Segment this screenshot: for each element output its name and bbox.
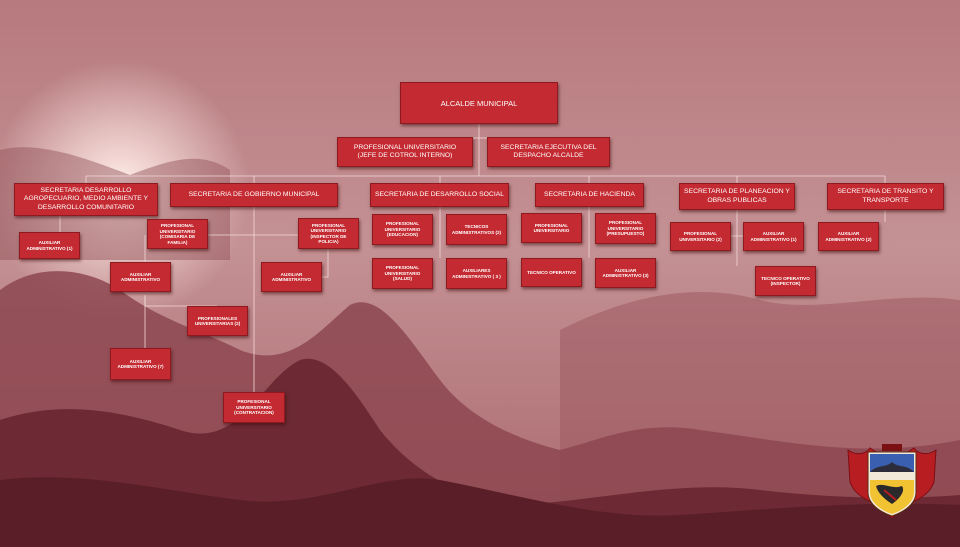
internal-control-line-2: (JEFE DE COTROL INTERNO) xyxy=(357,152,453,159)
gobierno-auxiliar-1-line-2: ADMINISTRATIVO xyxy=(120,277,161,282)
inspector-policia-line-1: PROFESIONAL xyxy=(311,222,346,228)
tecnicos-line-1: TECNICOS xyxy=(464,224,489,229)
agro-auxiliar-label: AUXILIAR ADMINISTRATIVO (1) xyxy=(26,240,73,251)
planeacion-tecnico-box[interactable]: TECNICO OPERATIVO (INSPECTOR) xyxy=(755,266,816,296)
salud-box[interactable]: PROFESIONAL UNIVERSITARIO (SALUD) xyxy=(372,258,433,289)
secretariat-gobierno-box[interactable]: SECRETARIA DE GOBIERNO MUNICIPAL xyxy=(170,183,338,207)
internal-control-box[interactable]: PROFESIONAL UNIVERSITARIO (JEFE DE COTRO… xyxy=(337,137,473,167)
secretariat-transito-line-2: TRANSPORTE xyxy=(862,196,909,204)
transito-auxiliar-box[interactable]: AUXILIAR ADMINISTRATIVO (2) xyxy=(818,222,879,251)
presupuesto-line-2: UNIVERSITARIO xyxy=(607,225,644,231)
salud-line-2: UNIVERSITARIO xyxy=(384,270,421,276)
hacienda-auxiliar-box[interactable]: AUXILIAR ADMINISTRATIVO (3) xyxy=(595,258,656,288)
hacienda-auxiliar-line-2: ADMINISTRATIVO (3) xyxy=(602,273,649,278)
gobierno-auxiliar-1-line-1: AUXILIAR xyxy=(129,271,152,277)
gobierno-auxiliar-2-line-1: AUXILIAR xyxy=(280,271,303,277)
comisaria-line-2: UNIVERSITARIO xyxy=(159,228,196,234)
comisaria-line-1: PROFESIONAL xyxy=(160,223,195,228)
presupuesto-line-3: (PRESUPUESTO) xyxy=(606,231,645,237)
presupuesto-box[interactable]: PROFESIONAL UNIVERSITARIO (PRESUPUESTO) xyxy=(595,213,656,244)
educacion-box[interactable]: PROFESIONAL UNIVERSITARIO (EDUCACION) xyxy=(372,214,433,245)
hacienda-profesional-box[interactable]: PROFESIONAL UNIVERSITARIO xyxy=(521,213,582,243)
secretariat-agro-box[interactable]: SECRETARIA DESARROLLO AGROPECUARIO, MEDI… xyxy=(14,183,158,216)
transito-auxiliar-line-2: ADMINISTRATIVO (2) xyxy=(825,236,872,242)
planeacion-tecnico-line-2: (INSPECTOR) xyxy=(770,281,801,286)
contratacion-box[interactable]: PROFESIONAL UNIVERSITARIO (CONTRATACION) xyxy=(223,392,285,423)
planeacion-auxiliar-line-2: ADMINISTRATIVO (1) xyxy=(750,236,797,242)
tecnico-operativo-label: TECNICO OPERATIVO xyxy=(527,269,576,275)
contratacion-line-1: PROFESIONAL xyxy=(237,399,271,405)
educacion-line-2: UNIVERSITARIO xyxy=(384,226,421,232)
educacion-line-1: PROFESIONAL xyxy=(385,221,420,227)
planeacion-auxiliar-box[interactable]: AUXILIAR ADMINISTRATIVO (1) xyxy=(743,222,804,251)
secretariat-planeacion-line-2: OBRAS PUBLICAS xyxy=(707,196,767,204)
executive-secretary-line-1: SECRETARIA EJECUTIVA DEL xyxy=(500,143,597,151)
gobierno-auxiliar-2-line-2: ADMINISTRATIVO xyxy=(271,277,312,282)
auxiliares-social-box[interactable]: AUXILIARES ADMINISTRATIVO ( 3 ) xyxy=(446,258,507,289)
contratacion-line-3: (CONTRATACION) xyxy=(234,410,274,416)
secretariat-social-label: SECRETARIA DE DESARROLLO SOCIAL xyxy=(374,190,505,198)
gobierno-profesionales-line-1: PROFESIONALES xyxy=(197,315,238,321)
secretariat-transito-line-1: SECRETARIA DE TRANSITO Y xyxy=(837,188,934,196)
auxiliares-social-line-2: ADMINISTRATIVO ( 3 ) xyxy=(452,273,501,279)
secretariat-gobierno-label: SECRETARIA DE GOBIERNO MUNICIPAL xyxy=(188,190,320,198)
salud-line-3: (SALUD) xyxy=(393,276,412,282)
mayor-label: ALCALDE MUNICIPAL xyxy=(440,98,518,108)
hacienda-auxiliar-line-1: AUXILIAR xyxy=(614,267,637,273)
secretariat-hacienda-label: SECRETARIA DE HACIENDA xyxy=(544,190,635,198)
gobierno-auxiliar-7-line-1: AUXILIAR xyxy=(129,358,152,364)
gobierno-auxiliar-2-box[interactable]: AUXILIAR ADMINISTRATIVO xyxy=(261,262,322,292)
tecnicos-box[interactable]: TECNICOS ADMINISTRATIVOS (2) xyxy=(446,214,507,245)
secretariat-hacienda-box[interactable]: SECRETARIA DE HACIENDA xyxy=(535,183,644,207)
contratacion-line-2: UNIVERSITARIO xyxy=(236,404,272,410)
secretariat-social-box[interactable]: SECRETARIA DE DESARROLLO SOCIAL xyxy=(370,183,509,207)
gobierno-profesionales-box[interactable]: PROFESIONALES UNIVERSITARIAS (2) xyxy=(187,306,248,336)
hacienda-profesional-line-1: PROFESIONAL xyxy=(534,222,569,228)
salud-line-1: PROFESIONAL xyxy=(385,265,420,271)
secretariat-transito-box[interactable]: SECRETARIA DE TRANSITO Y TRANSPORTE xyxy=(827,183,944,210)
transito-auxiliar-line-1: AUXILIAR xyxy=(837,231,860,236)
educacion-line-3: (EDUCACION) xyxy=(387,232,418,238)
gobierno-auxiliar-7-line-2: ADMINISTRATIVO (7) xyxy=(117,364,164,369)
planeacion-profesional-line-1: PROFESIONAL xyxy=(683,231,718,236)
tecnico-operativo-box[interactable]: TECNICO OPERATIVO xyxy=(521,258,582,287)
municipal-coat-of-arms-icon xyxy=(847,444,937,519)
presupuesto-line-1: PROFESIONAL xyxy=(608,220,643,226)
mayor-box[interactable]: ALCALDE MUNICIPAL xyxy=(400,82,558,124)
planeacion-tecnico-line-1: TECNICO OPERATIVO xyxy=(761,275,810,281)
internal-control-line-1: PROFESIONAL UNIVERSITARIO xyxy=(353,143,457,151)
agro-auxiliar-box[interactable]: AUXILIAR ADMINISTRATIVO (1) xyxy=(19,232,80,259)
gobierno-auxiliar-1-box[interactable]: AUXILIAR ADMINISTRATIVO xyxy=(110,262,171,292)
secretariat-agro-line-1: SECRETARIA DESARROLLO xyxy=(40,187,132,195)
planeacion-auxiliar-line-1: AUXILIAR xyxy=(762,231,785,236)
secretariat-agro-line-3: DESARROLLO COMUNITARIO xyxy=(37,203,135,211)
inspector-policia-line-3: (INSPECTOR DE POLICIA) xyxy=(310,233,347,245)
gobierno-profesionales-line-2: UNIVERSITARIAS (2) xyxy=(194,321,241,326)
gobierno-auxiliar-7-box[interactable]: AUXILIAR ADMINISTRATIVO (7) xyxy=(110,348,171,380)
executive-secretary-box[interactable]: SECRETARIA EJECUTIVA DEL DESPACHO ALCALD… xyxy=(487,137,610,167)
secretariat-planeacion-line-1: SECRETARIA DE PLANEACION Y xyxy=(684,188,790,196)
comisaria-line-3: (COMISARIA DE FAMILIA) xyxy=(159,234,196,245)
planeacion-profesional-line-2: UNIVERSITARIO (2) xyxy=(679,236,722,242)
tecnicos-line-2: ADMINISTRATIVOS (2) xyxy=(451,229,502,235)
inspector-policia-line-2: UNIVERSITARIO xyxy=(310,228,347,233)
planeacion-profesional-box[interactable]: PROFESIONAL UNIVERSITARIO (2) xyxy=(670,222,731,251)
executive-secretary-line-2: DESPACHO ALCALDE xyxy=(513,152,584,159)
inspector-policia-box[interactable]: PROFESIONAL UNIVERSITARIO (INSPECTOR DE … xyxy=(298,218,359,249)
secretariat-agro-line-2: AGROPECUARIO, MEDIO AMBIENTE Y xyxy=(23,195,149,203)
hacienda-profesional-line-2: UNIVERSITARIO xyxy=(533,228,570,233)
secretariat-planeacion-box[interactable]: SECRETARIA DE PLANEACION Y OBRAS PUBLICA… xyxy=(679,183,795,210)
comisaria-box[interactable]: PROFESIONAL UNIVERSITARIO (COMISARIA DE … xyxy=(147,219,208,249)
auxiliares-social-line-1: AUXILIARES xyxy=(462,268,491,273)
